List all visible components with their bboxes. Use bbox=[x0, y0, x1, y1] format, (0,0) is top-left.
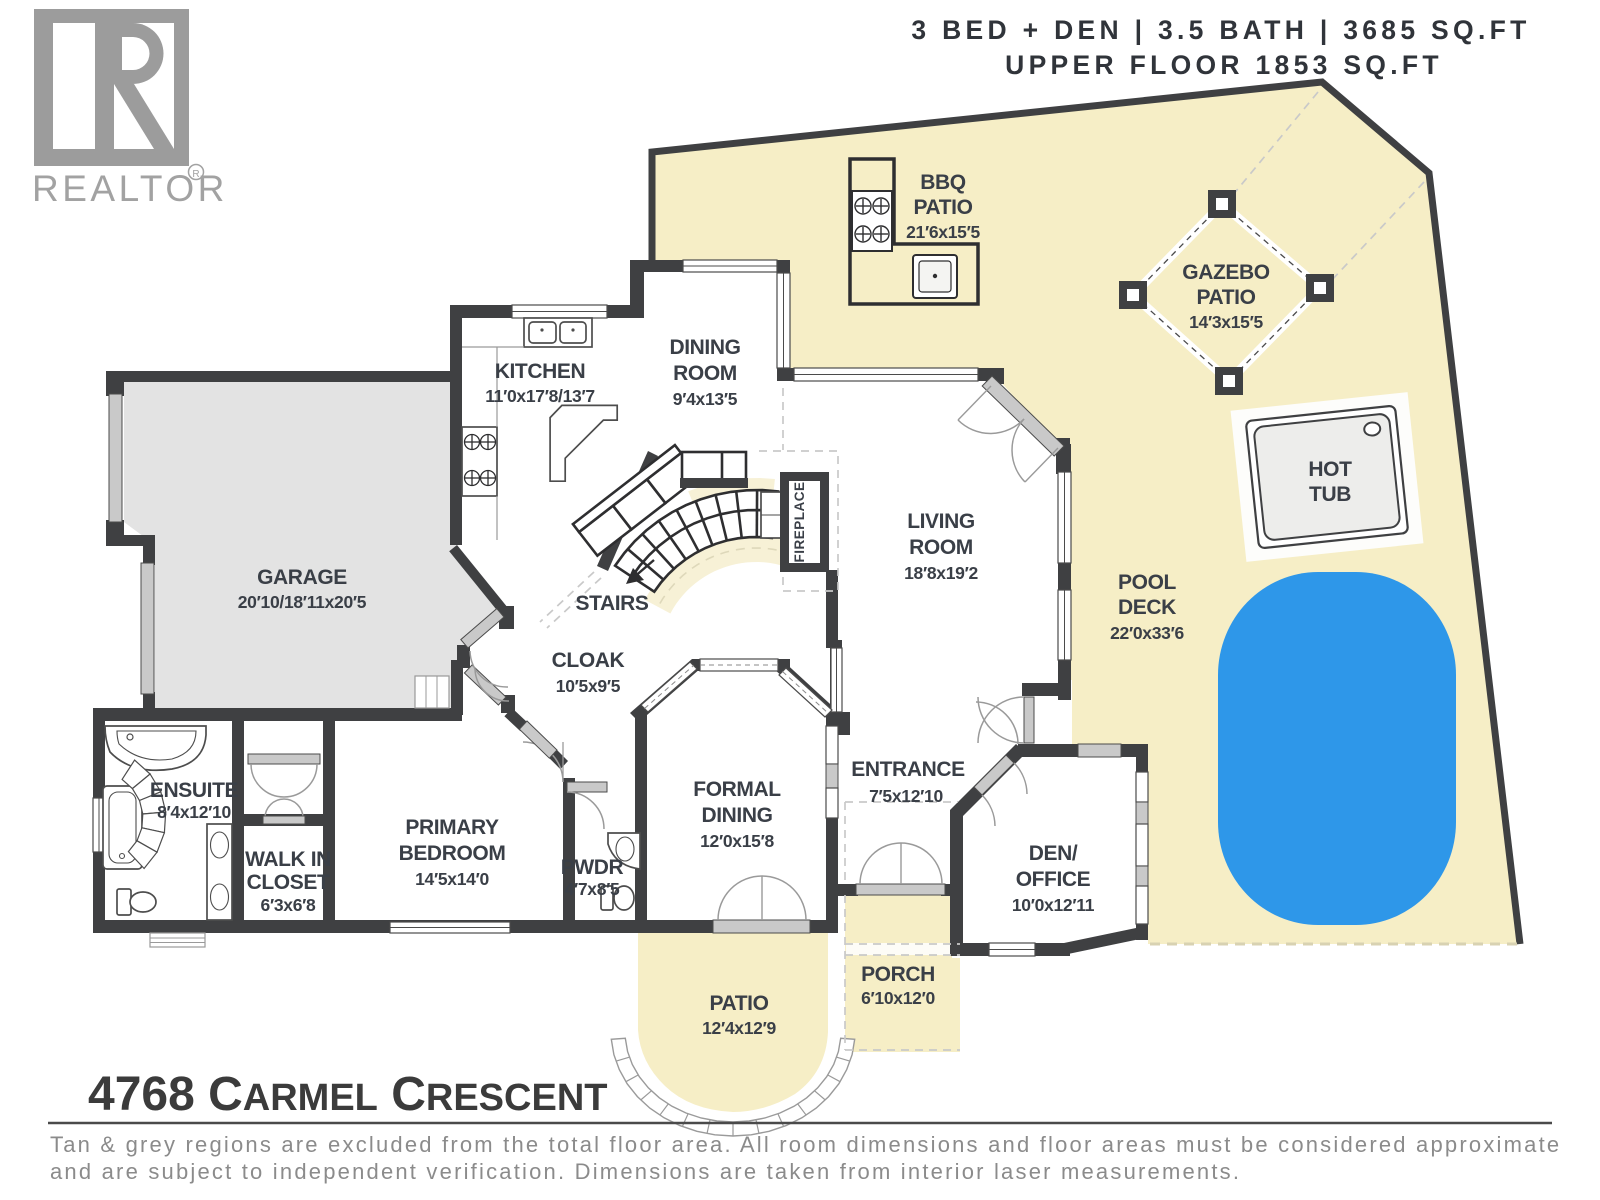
svg-text:DINING: DINING bbox=[701, 804, 772, 827]
svg-text:UPPER FLOOR 1853 SQ.FT: UPPER FLOOR 1853 SQ.FT bbox=[1005, 50, 1443, 80]
svg-text:DECK: DECK bbox=[1118, 596, 1176, 619]
svg-text:18′8x19′2: 18′8x19′2 bbox=[904, 563, 978, 583]
svg-text:8′4x12′10: 8′4x12′10 bbox=[157, 802, 231, 822]
svg-text:PRIMARY: PRIMARY bbox=[405, 816, 499, 839]
svg-text:STAIRS: STAIRS bbox=[575, 592, 648, 615]
svg-text:11′0x17′8/13′7: 11′0x17′8/13′7 bbox=[485, 386, 595, 406]
svg-text:14′3x15′5: 14′3x15′5 bbox=[1189, 312, 1263, 332]
svg-text:20′10/18′11x20′5: 20′10/18′11x20′5 bbox=[238, 592, 367, 612]
svg-text:WALK IN: WALK IN bbox=[245, 848, 331, 871]
svg-text:ROOM: ROOM bbox=[673, 362, 737, 385]
svg-text:7′5x12′10: 7′5x12′10 bbox=[869, 786, 943, 806]
svg-text:Tan & grey regions are exclude: Tan & grey regions are excluded from the… bbox=[50, 1132, 1561, 1157]
svg-text:CLOSET: CLOSET bbox=[247, 871, 330, 894]
svg-text:CLOAK: CLOAK bbox=[552, 649, 625, 672]
svg-text:4768 CARMEL CRESCENT: 4768 CARMEL CRESCENT bbox=[88, 1068, 607, 1121]
svg-text:OFFICE: OFFICE bbox=[1016, 868, 1091, 891]
svg-text:PATIO: PATIO bbox=[1196, 286, 1255, 309]
svg-text:HOT: HOT bbox=[1308, 458, 1352, 481]
svg-text:BBQ: BBQ bbox=[920, 171, 966, 194]
svg-text:LIVING: LIVING bbox=[907, 510, 975, 533]
svg-text:6′3x6′8: 6′3x6′8 bbox=[261, 895, 317, 915]
svg-text:GAZEBO: GAZEBO bbox=[1182, 261, 1270, 284]
svg-text:10′5x9′5: 10′5x9′5 bbox=[556, 676, 621, 696]
svg-text:ENSUITE: ENSUITE bbox=[150, 779, 239, 802]
svg-text:REALTOR: REALTOR bbox=[32, 168, 228, 209]
svg-text:PORCH: PORCH bbox=[861, 963, 935, 986]
svg-text:PATIO: PATIO bbox=[913, 196, 972, 219]
svg-text:22′0x33′6: 22′0x33′6 bbox=[1110, 623, 1184, 643]
svg-text:4′7x8′5: 4′7x8′5 bbox=[565, 879, 621, 899]
svg-text:KITCHEN: KITCHEN bbox=[495, 360, 586, 383]
svg-text:BEDROOM: BEDROOM bbox=[399, 842, 506, 865]
svg-text:TUB: TUB bbox=[1309, 483, 1351, 506]
svg-text:GARAGE: GARAGE bbox=[257, 566, 347, 589]
svg-text:9′4x13′5: 9′4x13′5 bbox=[673, 389, 738, 409]
svg-text:PWDR: PWDR bbox=[561, 856, 624, 879]
svg-text:3 BED + DEN | 3.5 BATH | 3685: 3 BED + DEN | 3.5 BATH | 3685 SQ.FT bbox=[911, 15, 1530, 45]
svg-text:and are subject to independent: and are subject to independent verificat… bbox=[50, 1159, 1241, 1184]
svg-text:21′6x15′5: 21′6x15′5 bbox=[906, 222, 980, 242]
svg-text:PATIO: PATIO bbox=[709, 992, 768, 1015]
svg-text:ENTRANCE: ENTRANCE bbox=[851, 758, 965, 781]
svg-text:6′10x12′0: 6′10x12′0 bbox=[861, 988, 935, 1008]
svg-text:ROOM: ROOM bbox=[909, 536, 973, 559]
svg-text:DINING: DINING bbox=[669, 336, 740, 359]
svg-text:FIREPLACE: FIREPLACE bbox=[792, 481, 807, 562]
svg-text:12′4x12′9: 12′4x12′9 bbox=[702, 1018, 776, 1038]
svg-text:12′0x15′8: 12′0x15′8 bbox=[700, 831, 774, 851]
svg-text:POOL: POOL bbox=[1118, 571, 1176, 594]
svg-text:14′5x14′0: 14′5x14′0 bbox=[415, 869, 489, 889]
svg-text:R: R bbox=[192, 169, 199, 180]
svg-text:DEN/: DEN/ bbox=[1029, 842, 1078, 865]
svg-text:10′0x12′11: 10′0x12′11 bbox=[1012, 895, 1095, 915]
svg-text:FORMAL: FORMAL bbox=[693, 778, 781, 801]
